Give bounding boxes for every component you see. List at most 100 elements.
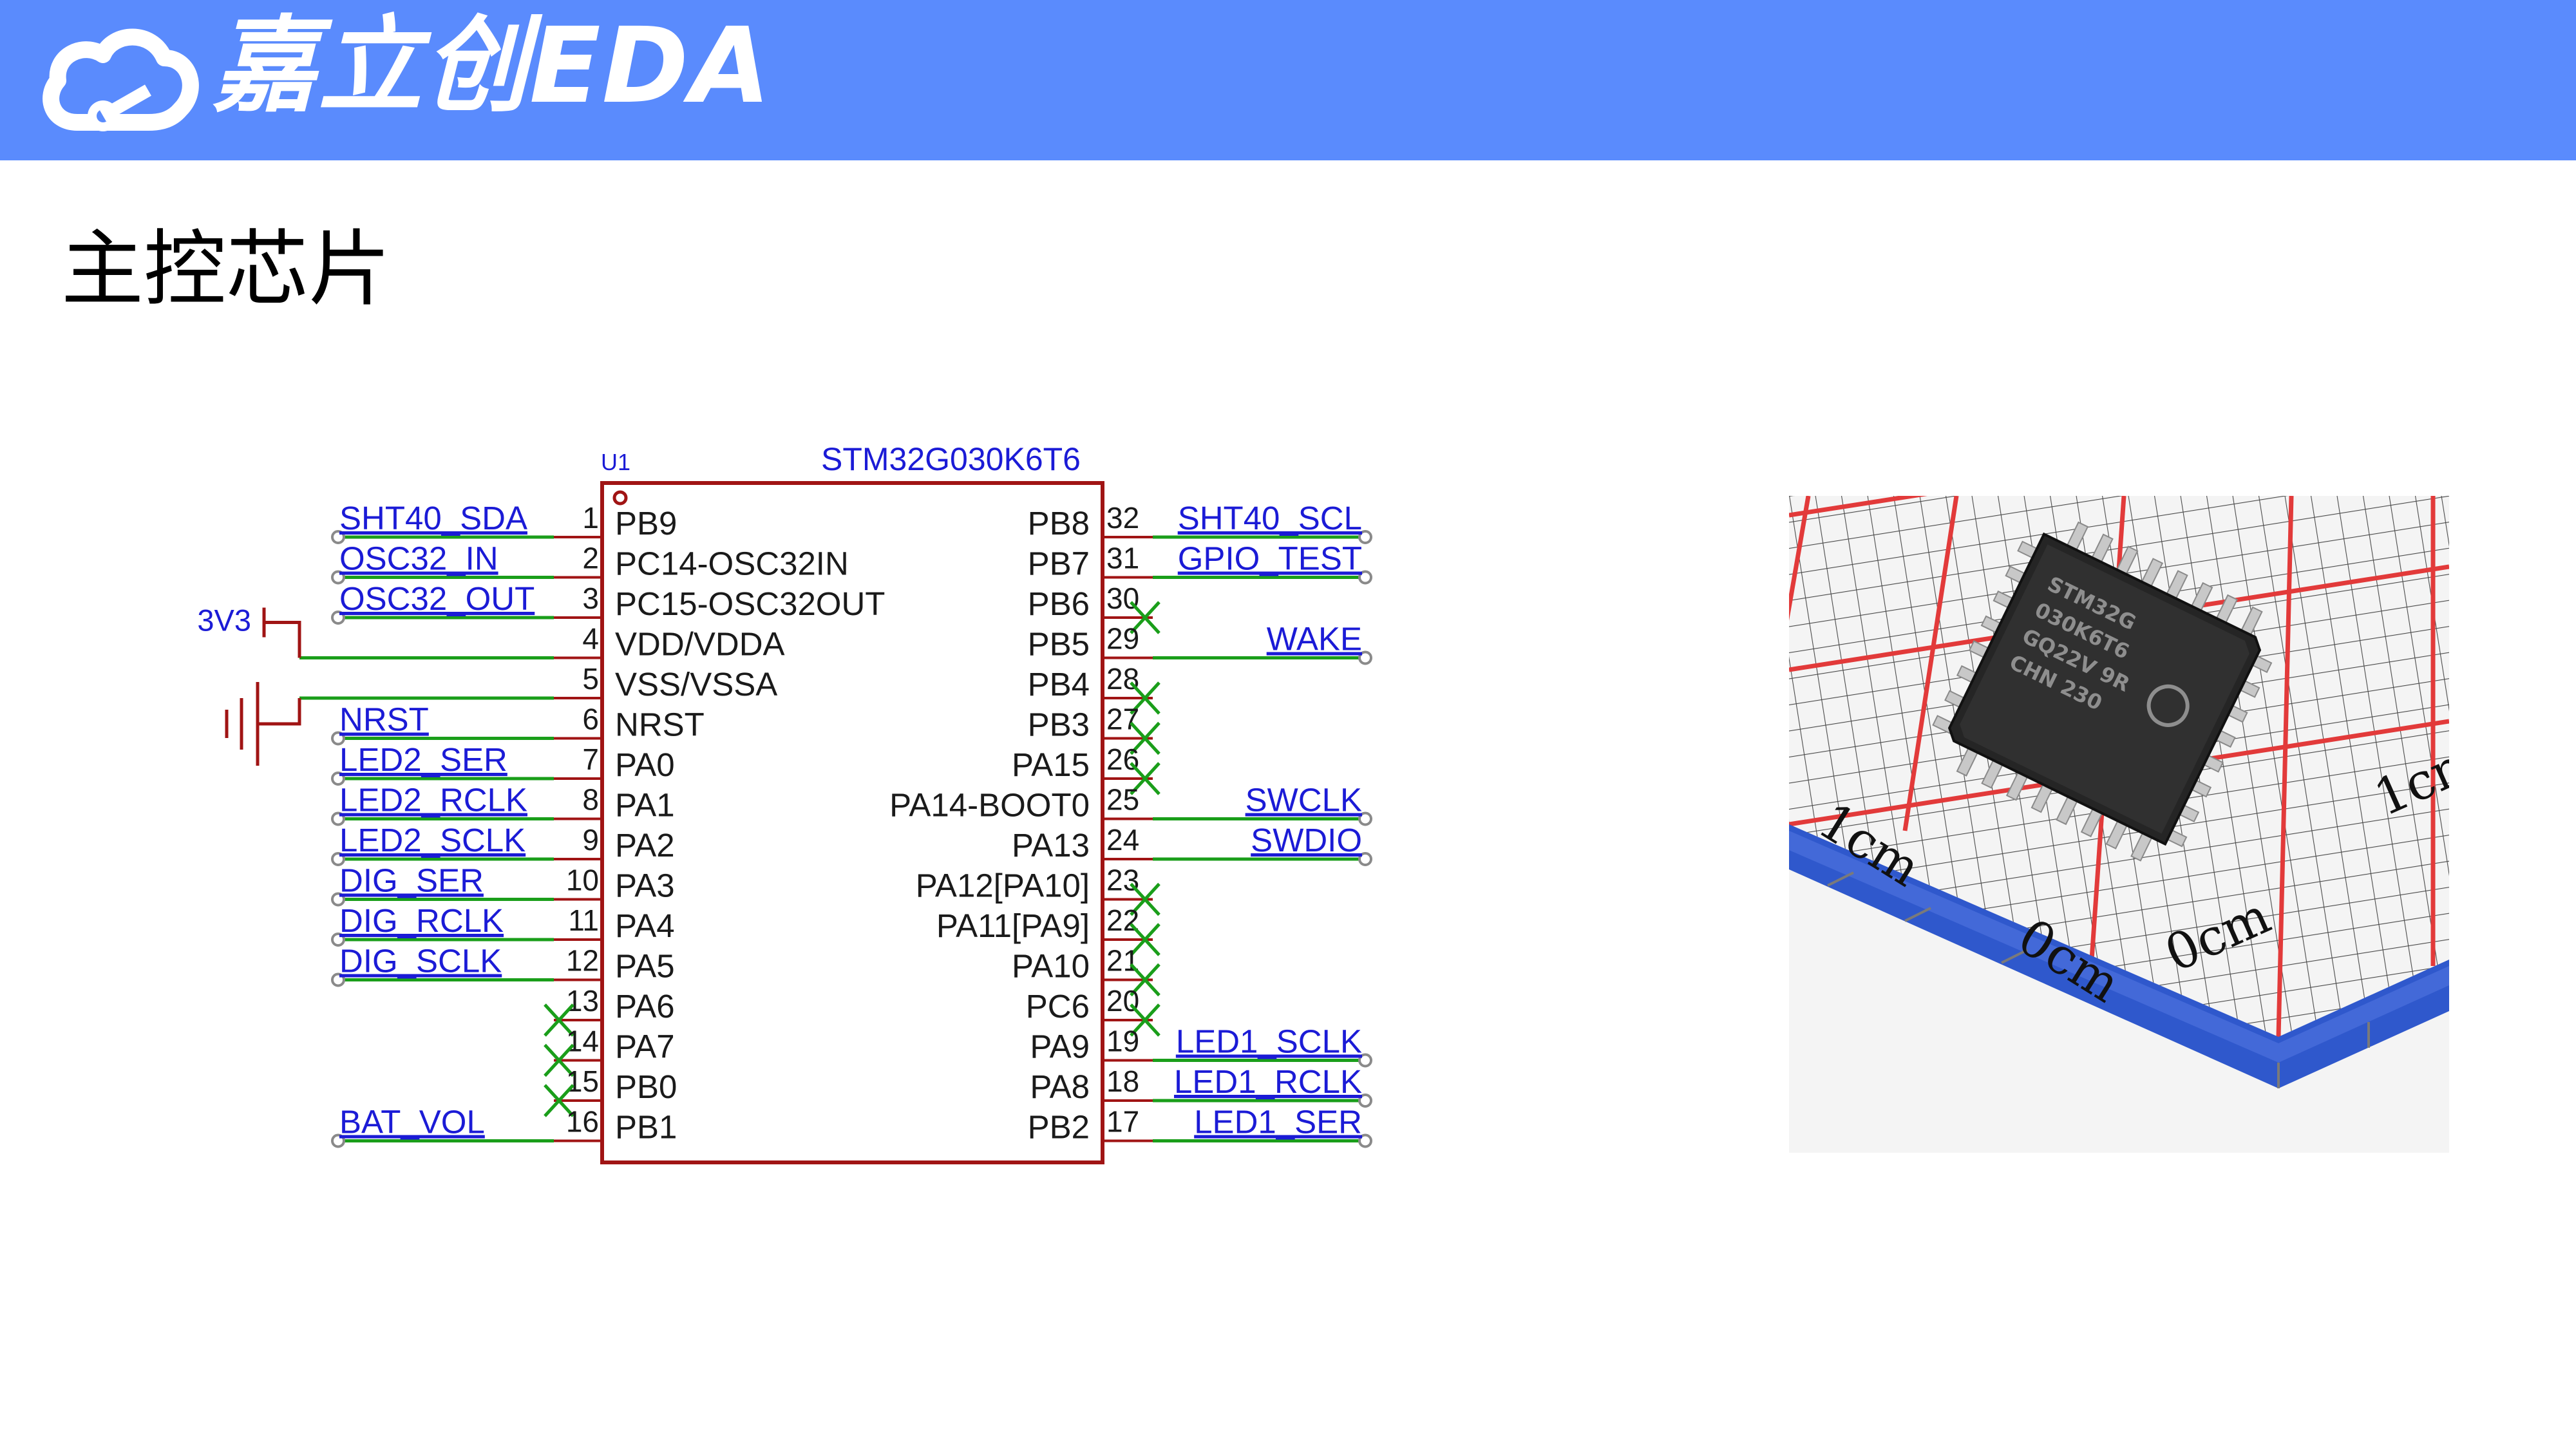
pin-name: PB6 — [1028, 585, 1090, 622]
wire-end — [331, 892, 345, 907]
pin-name: PC15-OSC32OUT — [615, 585, 885, 622]
no-connect-flag — [1130, 882, 1160, 916]
no-connect-flag — [544, 1003, 574, 1037]
brand-name: 嘉立创EDA — [213, 6, 772, 127]
pin-number: 23 — [1106, 864, 1139, 897]
net-label: LED2_SER — [339, 741, 507, 778]
net-label: OSC32_OUT — [339, 580, 535, 617]
pin-name: PB7 — [1028, 545, 1090, 582]
pin-name: PC6 — [1026, 988, 1090, 1025]
wire-end — [331, 852, 345, 866]
pin-number: 3 — [582, 582, 599, 615]
net-label: LED1_SCLK — [1176, 1023, 1362, 1060]
wire-end — [331, 530, 345, 544]
pin-name: VDD/VDDA — [615, 626, 785, 663]
pin-name: PA1 — [615, 787, 675, 824]
net-label: LED1_SER — [1194, 1104, 1362, 1141]
wire-end — [331, 1133, 345, 1148]
power-port — [264, 621, 301, 658]
pin-number: 21 — [1106, 944, 1139, 978]
chip-photo-graphic: 1cm 0cm 0cm 1cm STM32G 030K6T6 GQ22V 9R … — [1789, 496, 2449, 1153]
wire-end — [331, 811, 345, 826]
pin-number: 9 — [582, 823, 599, 857]
no-connect-flag — [1130, 601, 1160, 634]
net-label: OSC32_IN — [339, 540, 498, 577]
wire-end — [331, 933, 345, 947]
no-connect-flag — [1130, 762, 1160, 795]
ic-part-number: STM32G030K6T6 — [821, 441, 1081, 477]
pin-name: PA3 — [615, 867, 675, 904]
pin-name: PB9 — [615, 505, 677, 542]
wire-end — [1358, 1053, 1372, 1068]
no-connect-flag — [544, 1043, 574, 1077]
no-connect-flag — [544, 1084, 574, 1117]
pin-name: PA13 — [1012, 827, 1090, 864]
pin-number: 4 — [582, 622, 599, 656]
pin-name: PA8 — [1030, 1068, 1090, 1105]
net-label: DIG_SCLK — [339, 943, 502, 980]
pin-name: PB5 — [1028, 626, 1090, 663]
ic-body — [600, 481, 1104, 1164]
pin-number: 12 — [566, 944, 599, 978]
wire-end — [331, 731, 345, 746]
pin-name: PB1 — [615, 1109, 677, 1146]
pin-number: 16 — [566, 1105, 599, 1139]
pin-name: PA5 — [615, 948, 675, 985]
wire-end — [331, 772, 345, 786]
pin-number: 19 — [1106, 1025, 1139, 1058]
pin-number: 8 — [582, 783, 599, 817]
pin-name: PA12[PA10] — [916, 867, 1090, 904]
pin-number: 24 — [1106, 823, 1139, 857]
net-label: WAKE — [1267, 621, 1362, 658]
wire-end — [1358, 852, 1372, 866]
pin-name: PC14-OSC32IN — [615, 545, 849, 582]
net-label: LED2_SCLK — [339, 822, 526, 858]
pin-name: PA7 — [615, 1028, 675, 1065]
net-label: NRST — [339, 701, 429, 738]
net-label: SHT40_SDA — [339, 500, 527, 536]
pin-name: PA4 — [615, 907, 675, 944]
page-title: 主控芯片 — [61, 222, 392, 317]
pin-name: PB2 — [1028, 1109, 1090, 1146]
pin-number: 5 — [582, 662, 599, 696]
net-label: DIG_SER — [339, 862, 484, 899]
pin-number: 17 — [1106, 1105, 1139, 1139]
wire-end — [1358, 530, 1372, 544]
net-label: SHT40_SCL — [1178, 500, 1362, 536]
net-label: BAT_VOL — [339, 1104, 485, 1141]
pin-number: 2 — [582, 542, 599, 575]
pin-name: PA0 — [615, 746, 675, 783]
pin-name: PB8 — [1028, 505, 1090, 542]
wire-end — [1358, 650, 1372, 665]
pin-number: 6 — [582, 703, 599, 736]
pin-number: 29 — [1106, 622, 1139, 656]
pin-name: PA15 — [1012, 746, 1090, 783]
pin-number: 11 — [568, 904, 599, 937]
pin-number: 26 — [1106, 743, 1139, 776]
pin-number: 28 — [1106, 662, 1139, 696]
cloud-logo-icon — [43, 28, 199, 131]
header-banner: 嘉立创EDA — [0, 0, 2576, 160]
net-label: LED1_RCLK — [1174, 1063, 1362, 1100]
pin-name: PB4 — [1028, 666, 1090, 703]
pin-name: PA2 — [615, 827, 675, 864]
wire-end — [331, 570, 345, 585]
qfp32-chip: STM32G 030K6T6 GQ22V 9R CHN 230 — [1932, 521, 2273, 862]
pin-number: 10 — [566, 864, 599, 897]
wire-end — [1358, 811, 1372, 826]
pin-name: PB3 — [1028, 706, 1090, 743]
wire-end — [1358, 570, 1372, 585]
ic-designator: U1 — [601, 449, 630, 475]
net-label: DIG_RCLK — [339, 902, 504, 939]
wire-end — [1358, 1133, 1372, 1148]
pin-name: VSS/VSSA — [615, 666, 777, 703]
pin-number: 18 — [1106, 1065, 1139, 1098]
pin-number: 15 — [566, 1065, 599, 1098]
net-label: LED2_RCLK — [339, 782, 527, 819]
pin1-marker — [612, 490, 628, 506]
no-connect-flag — [1130, 963, 1160, 997]
chip-photo: 1cm 0cm 0cm 1cm STM32G 030K6T6 GQ22V 9R … — [1789, 496, 2449, 1153]
pin-name: PA6 — [615, 988, 675, 1025]
wire-end — [331, 972, 345, 987]
